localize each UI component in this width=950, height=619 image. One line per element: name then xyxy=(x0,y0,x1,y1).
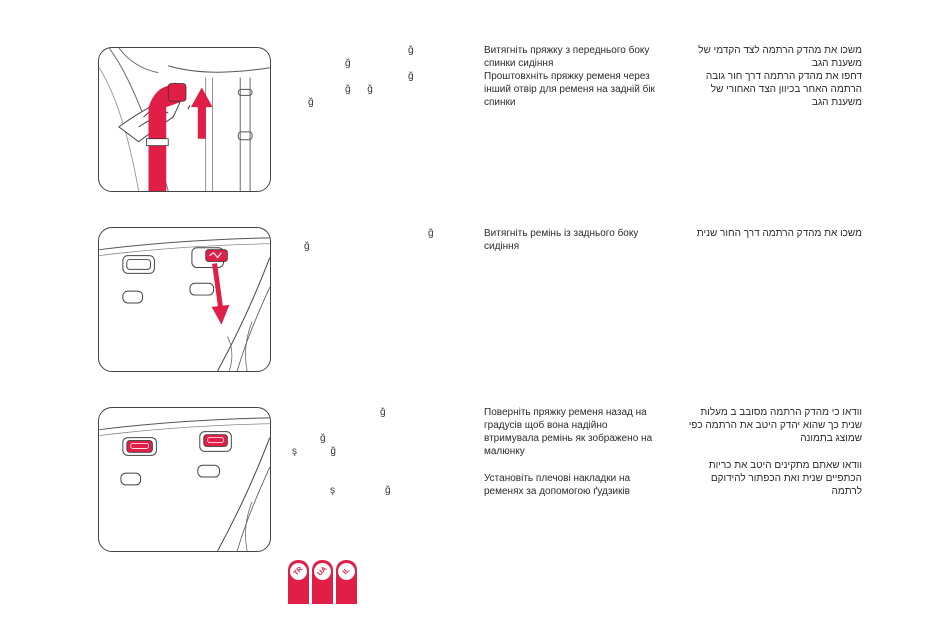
tr-line: ğ xyxy=(290,57,440,70)
language-tab-tr: TR xyxy=(288,560,309,604)
tr-fragment: ğ xyxy=(320,433,326,444)
illustration-pull-belt-back xyxy=(98,227,271,372)
tr-text-section-1: ğ ğ ğ ğ ğ ğ xyxy=(290,44,440,109)
il-paragraph: וודאו כי מהדק הרתמה מסובב ב מעלות שנית כ… xyxy=(688,407,862,444)
illustration-pull-buckle-front xyxy=(98,47,271,192)
tr-fragment: ğ xyxy=(304,241,310,252)
tr-fragment: ğ xyxy=(408,71,414,82)
tr-line xyxy=(290,419,440,432)
tr-fragment: ğ ğ xyxy=(345,84,373,95)
il-paragraph: דחפו את מהדק הרתמה דרך חור גובה הרתמה הא… xyxy=(705,71,862,108)
language-tab-il: IL xyxy=(336,560,357,604)
tr-fragment: ş ğ xyxy=(330,485,391,496)
tr-fragment: ğ xyxy=(308,97,314,108)
tr-line: ğ xyxy=(290,227,440,240)
tr-line: ğ xyxy=(290,406,440,419)
ua-paragraph: Проштовхніть пряжку ременя через інший о… xyxy=(484,71,655,108)
il-paragraph: משכו את מהדק הרתמה דרך החור שנית xyxy=(696,228,862,239)
tr-fragment: ğ xyxy=(380,407,386,418)
tab-circle xyxy=(290,563,307,580)
tr-line: ğ xyxy=(290,240,440,253)
ua-text-section-1: Витягніть пряжку з переднього боку спинк… xyxy=(484,44,664,109)
tr-line xyxy=(290,458,440,471)
language-tab-ua: UA xyxy=(312,560,333,604)
tr-line: ğ xyxy=(290,96,440,109)
il-paragraph: וודאו שאתם מתקינים היטב את כריות הכתפיים… xyxy=(708,460,862,497)
tr-line xyxy=(290,471,440,484)
tr-fragment: ğ xyxy=(408,45,414,56)
tr-line: ğ xyxy=(290,432,440,445)
tr-line: ğ xyxy=(290,44,440,57)
il-text-section-3: וודאו כי מהדק הרתמה מסובב ב מעלות שנית כ… xyxy=(680,406,862,498)
language-tabs: TR UA IL xyxy=(288,560,357,604)
tr-line: ğ ğ xyxy=(290,83,440,96)
ua-text-section-3: Поверніть пряжку ременя назад на градусі… xyxy=(484,406,664,498)
il-text-section-1: משכו את מהדק הרתמה לצד הקדמי של משענת הג… xyxy=(680,44,862,109)
tr-text-section-2: ğ ğ xyxy=(290,227,440,253)
tr-line: ğ xyxy=(290,70,440,83)
il-text-section-2: משכו את מהדק הרתמה דרך החור שנית xyxy=(680,227,862,240)
ua-paragraph: Поверніть пряжку ременя назад на градусі… xyxy=(484,407,653,457)
ua-paragraph: Витягніть пряжку з переднього боку спинк… xyxy=(484,45,650,69)
tr-fragment: ğ xyxy=(428,228,434,239)
ua-text-section-2: Витягніть ремінь із заднього боку сидінн… xyxy=(484,227,664,253)
tr-text-section-3: ğ ğ ş ğ ş ğ xyxy=(290,406,440,497)
il-paragraph: משכו את מהדק הרתמה לצד הקדמי של משענת הג… xyxy=(698,45,862,69)
tab-circle xyxy=(314,563,331,580)
ua-paragraph: Витягніть ремінь із заднього боку сидінн… xyxy=(484,228,639,252)
tr-line: ş ğ xyxy=(290,484,440,497)
tab-circle xyxy=(338,563,355,580)
tr-fragment: ğ xyxy=(345,58,351,69)
illustration-rotate-buckle xyxy=(98,407,271,552)
tr-fragment: ş ğ xyxy=(292,446,336,457)
tr-line: ş ğ xyxy=(290,445,440,458)
ua-paragraph: Установіть плечові накладки на ременях з… xyxy=(484,473,631,497)
